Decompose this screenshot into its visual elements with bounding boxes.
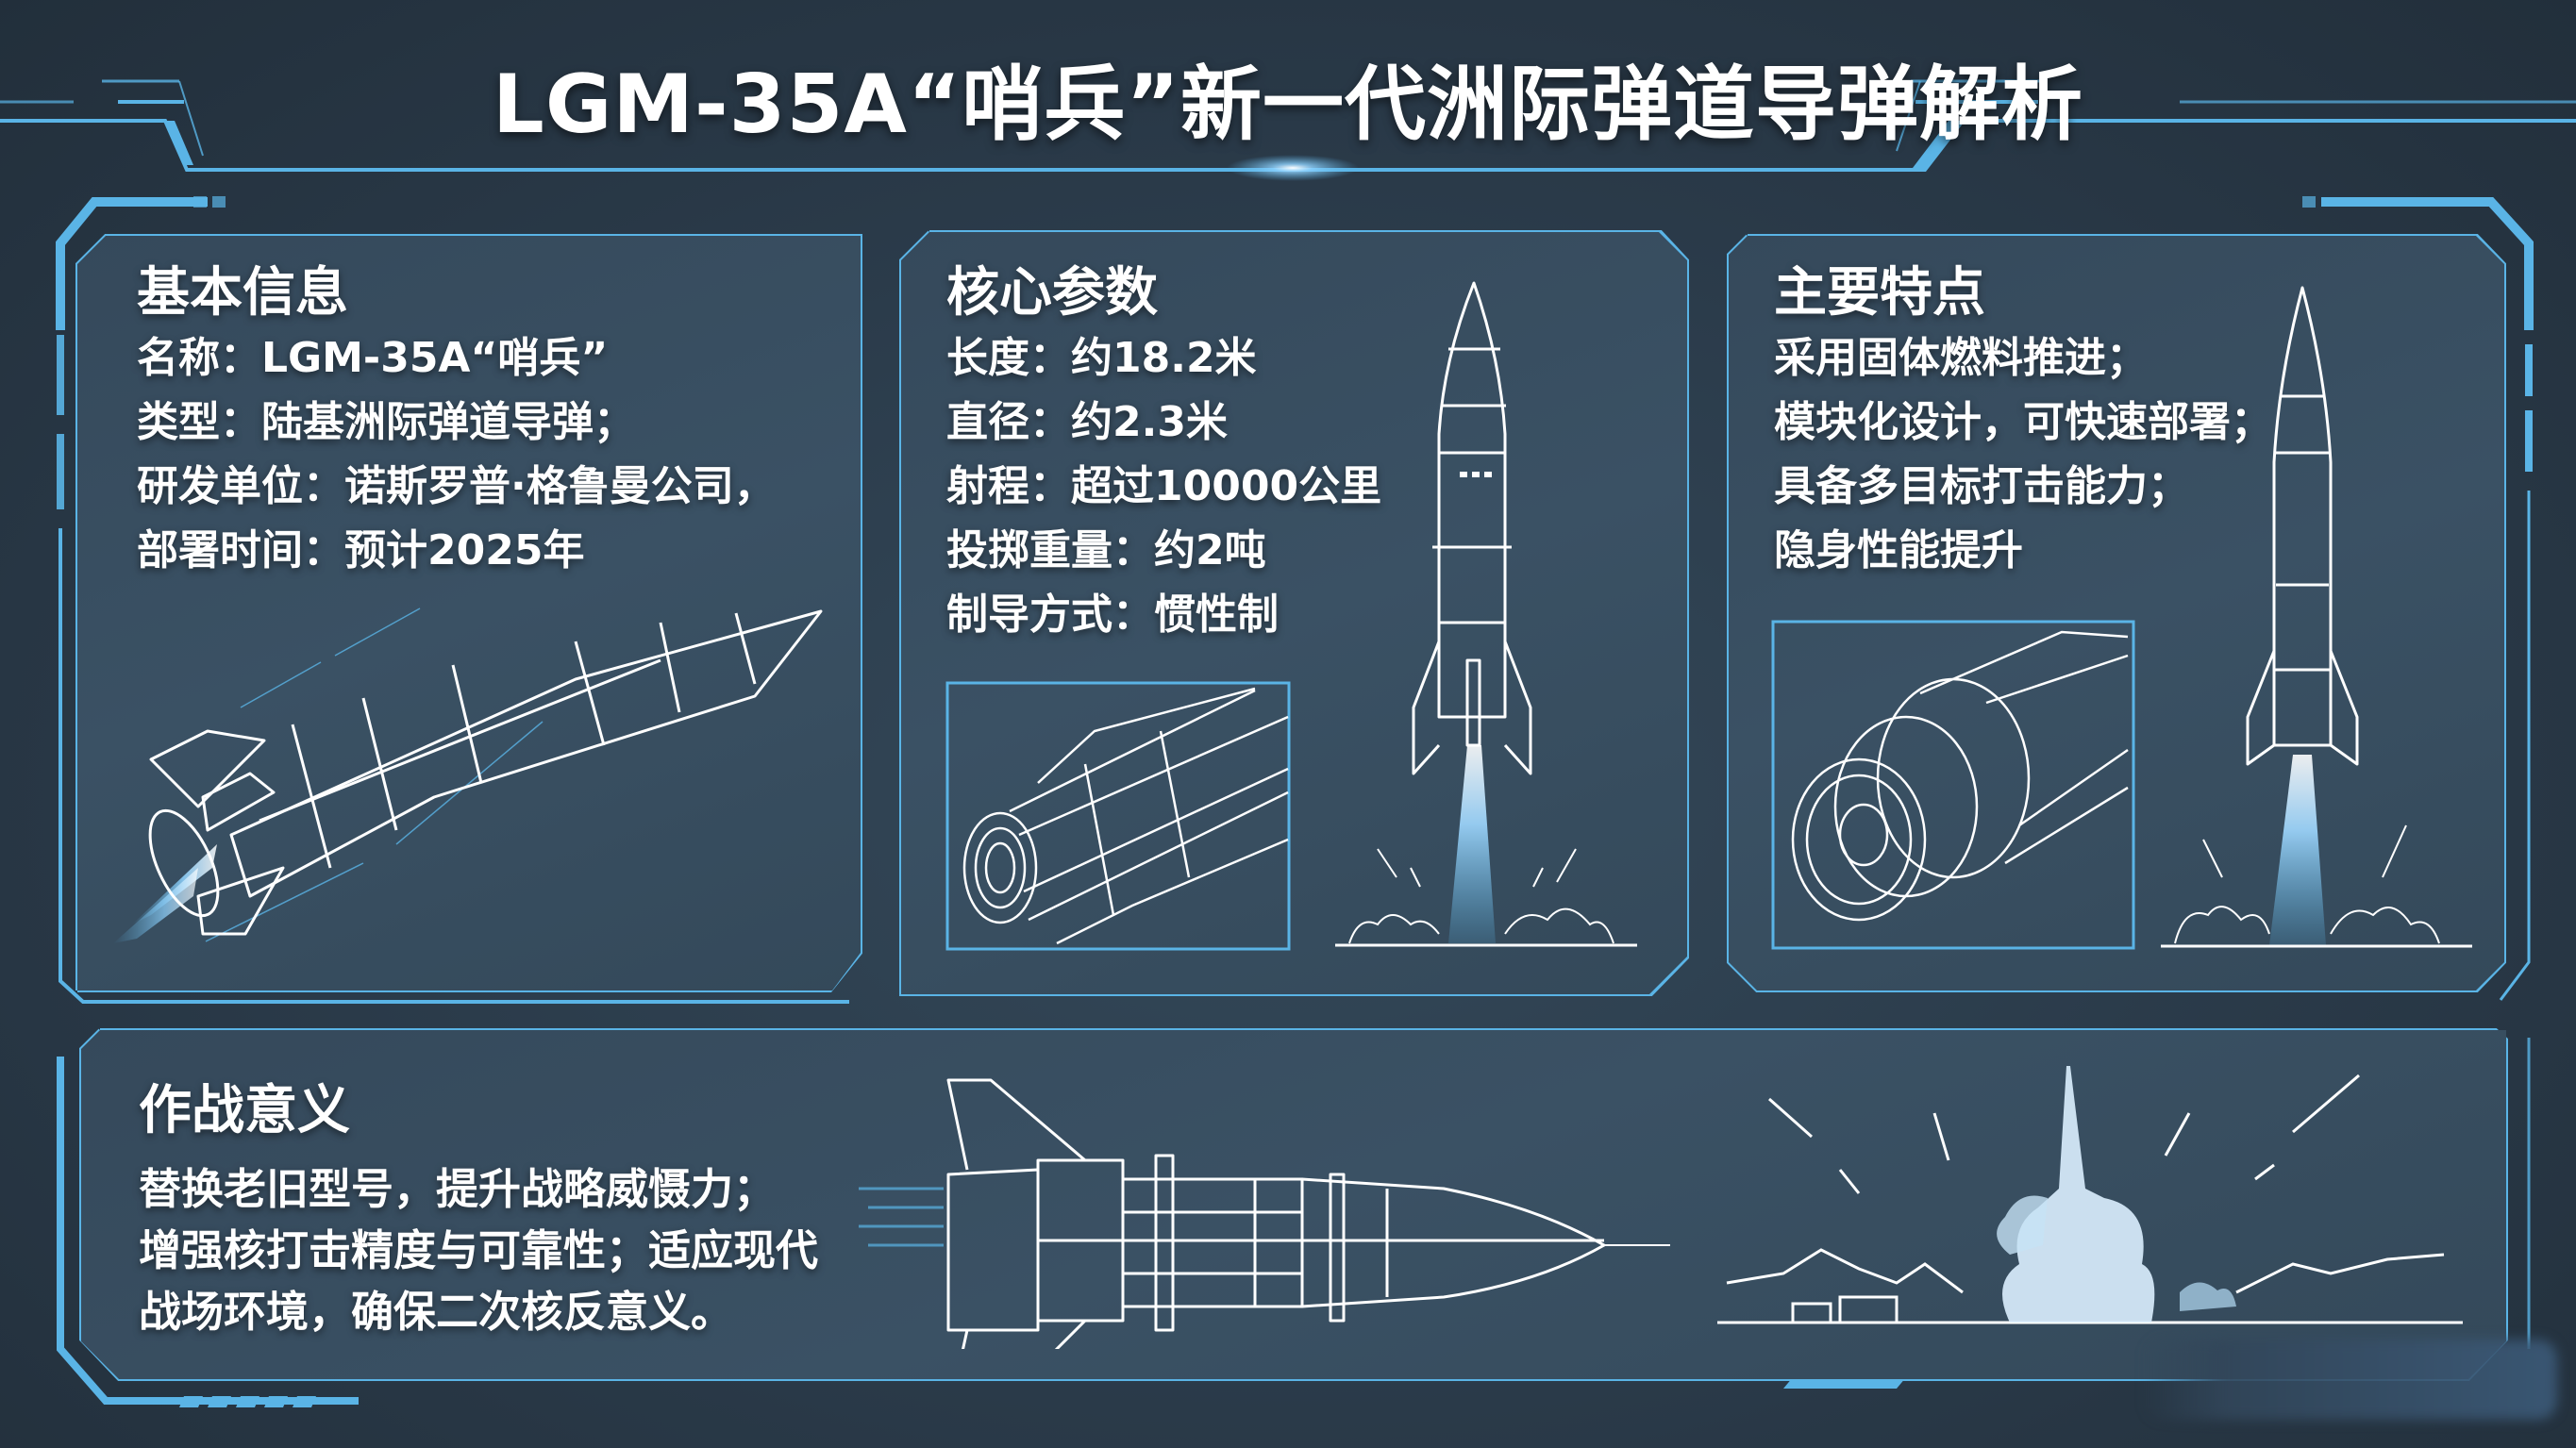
- param-range: 射程：超过10000公里: [946, 462, 1382, 510]
- core-params-list: 长度：约18.2米 直径：约2.3米 射程：超过10000公里 投掷重量：约2吨…: [946, 326, 1381, 647]
- feature-stealth: 隐身性能提升: [1774, 526, 2023, 574]
- param-guidance: 制导方式：惯性制: [946, 591, 1279, 639]
- basic-info-list: 名称：LGM-35A“哨兵” 类型：陆基洲际弹道导弹； 研发单位：诺斯罗普·格鲁…: [137, 326, 776, 583]
- feature-multi-target: 具备多目标打击能力；: [1774, 462, 2189, 510]
- page-title: LGM-35A“哨兵”新一代洲际弹道导弹解析: [493, 58, 2083, 152]
- panel-core-params: [901, 232, 1687, 994]
- combat-significance-text: 替换老旧型号，提升战略威慑力； 增强核打击精度与可靠性；适应现代 战场环境，确保…: [139, 1158, 818, 1342]
- significance-line-3: 战场环境，确保二次核反意义。: [139, 1287, 734, 1337]
- feature-solid-fuel: 采用固体燃料推进；: [1774, 334, 2148, 382]
- blurred-watermark: [2142, 1340, 2557, 1420]
- significance-line-2: 增强核打击精度与可靠性；适应现代: [139, 1225, 819, 1275]
- missile-flight-illustration: [113, 607, 823, 943]
- combat-significance-heading: 作战意义: [139, 1080, 350, 1141]
- engine-detail-illustration: [1771, 620, 2135, 950]
- feature-modular: 模块化设计，可快速部署；: [1774, 398, 2272, 446]
- main-features-heading: 主要特点: [1774, 262, 1985, 324]
- missile-cutaway-illustration: [859, 1078, 1670, 1349]
- silo-launch-landscape-illustration: [1717, 1066, 2463, 1324]
- vertical-launch-illustration-2: [2161, 286, 2472, 948]
- param-throw-weight: 投掷重量：约2吨: [946, 526, 1266, 574]
- basic-info-deployment: 部署时间：预计2025年: [137, 526, 585, 574]
- significance-line-1: 替换老旧型号，提升战略威慑力；: [139, 1164, 777, 1214]
- param-diameter: 直径：约2.3米: [946, 398, 1228, 446]
- param-length: 长度：约18.2米: [946, 334, 1257, 382]
- main-features-list: 采用固体燃料推进； 模块化设计，可快速部署； 具备多目标打击能力； 隐身性能提升: [1774, 326, 2272, 583]
- basic-info-developer: 研发单位：诺斯罗普·格鲁曼公司，: [137, 462, 776, 510]
- core-params-heading: 核心参数: [946, 262, 1158, 324]
- basic-info-name: 名称：LGM-35A“哨兵”: [137, 334, 609, 382]
- engine-closeup-illustration: [945, 681, 1291, 951]
- vertical-launch-illustration: [1335, 281, 1637, 947]
- basic-info-type: 类型：陆基洲际弹道导弹；: [137, 398, 635, 446]
- basic-info-heading: 基本信息: [137, 262, 348, 324]
